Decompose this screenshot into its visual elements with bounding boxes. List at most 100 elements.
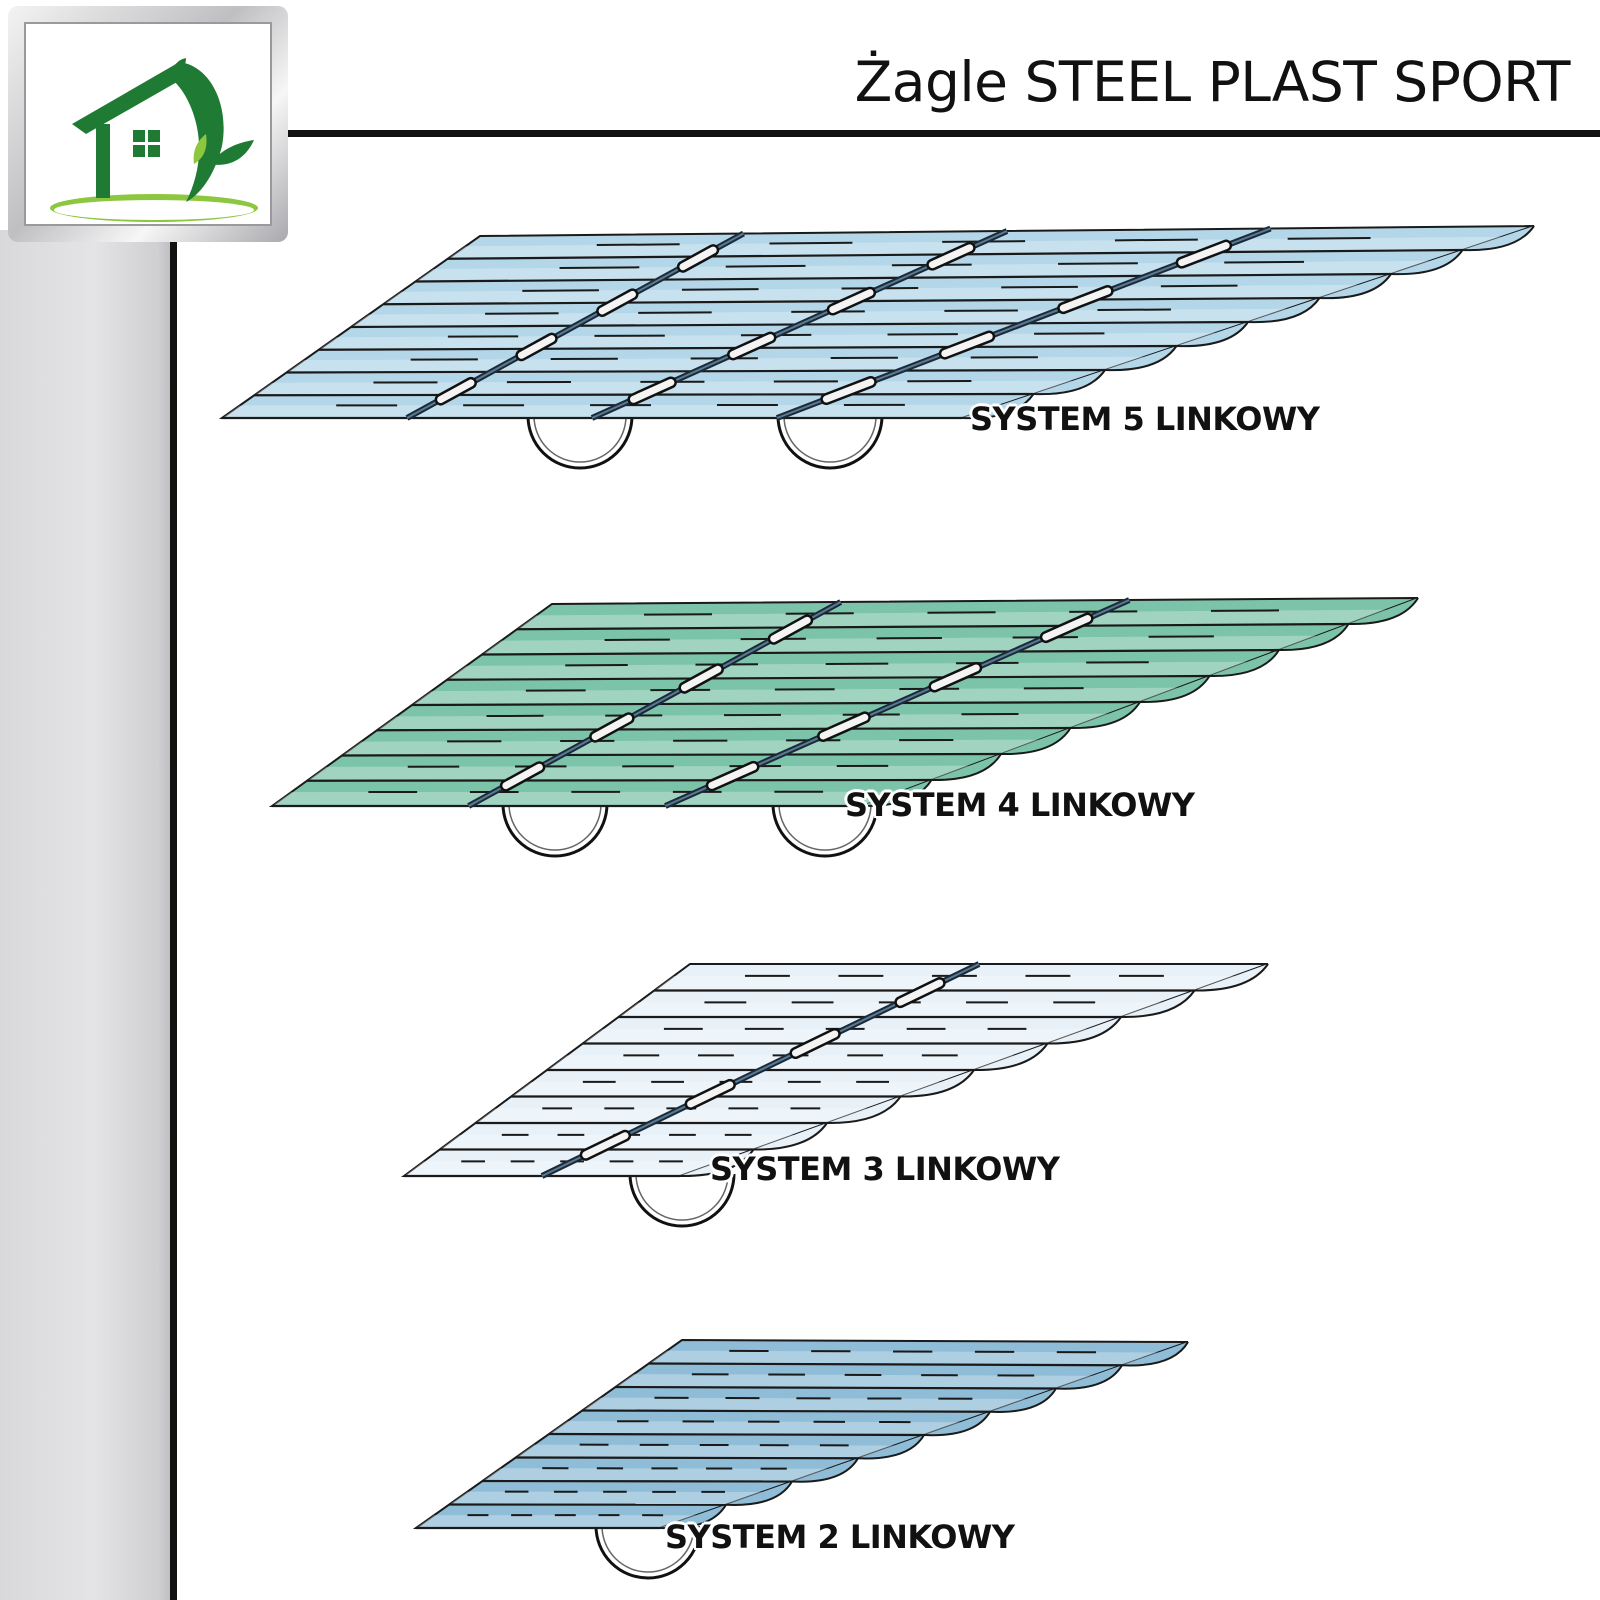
side-panel — [0, 230, 172, 1600]
sail-system-4 — [268, 597, 1419, 858]
sail-edge-scallop — [1462, 225, 1535, 252]
cable-slider-inner — [687, 1081, 734, 1108]
sail-fold-highlight — [648, 1350, 1159, 1366]
sail-edge-scallop — [931, 753, 1002, 782]
ring-hanger — [594, 1525, 702, 1580]
sail-edge-scallop — [1278, 623, 1350, 652]
sail-system-2 — [412, 1338, 1189, 1580]
sail-edge-scallop — [1033, 369, 1106, 396]
ring-hanger-inner — [635, 1173, 729, 1221]
ring-hanger-inner — [508, 803, 602, 851]
cable-slider-inner — [679, 246, 717, 271]
ring-hanger — [526, 415, 634, 470]
cable-slider-inner — [822, 378, 875, 403]
sail-seam-dash — [559, 266, 640, 269]
sail-seam-dash — [769, 241, 853, 245]
sail-fold-line — [482, 1479, 793, 1483]
sail-edge-scallop — [961, 393, 1035, 420]
sail-edge-scallop — [1120, 989, 1196, 1019]
system-4-label: SYSTEM 4 LINKOWY — [845, 786, 1195, 824]
sail-edge-scallop — [923, 1411, 991, 1437]
sail-fold-line — [306, 778, 932, 782]
sail-edge-scallop — [1055, 1364, 1123, 1390]
cable-slider-inner — [729, 334, 774, 358]
cable-slider-inner — [591, 714, 633, 741]
side-divider — [170, 240, 177, 1600]
sail-edge-scallop — [1194, 963, 1269, 992]
sail-fold-line — [615, 1385, 1057, 1390]
cable-slider-inner — [930, 664, 980, 691]
system-5-label: SYSTEM 5 LINKOWY — [970, 400, 1320, 438]
cable-slider-inner — [941, 333, 993, 358]
page-title: Żagle STEEL PLAST SPORT — [854, 50, 1571, 114]
sail-edge-scallop — [973, 1042, 1049, 1072]
sail-seam-dash — [681, 288, 759, 291]
sail-fold-line — [515, 1456, 859, 1460]
system-3-label: SYSTEM 3 LINKOWY — [710, 1150, 1060, 1188]
ring-hanger-inner — [601, 1525, 695, 1573]
house-leaf-logo-icon — [24, 22, 272, 226]
ring-hanger — [771, 803, 879, 858]
sail-edge-scallop — [1348, 597, 1419, 626]
sail-fold-highlight — [447, 661, 1248, 680]
sail-edge-scallop — [679, 1148, 755, 1178]
sail-seam-dash — [1224, 260, 1305, 264]
ring-hanger — [501, 803, 609, 858]
sail-edge-scallop — [659, 1504, 727, 1530]
sail-edge-scallop — [1070, 701, 1141, 730]
sail-seam-dash — [725, 264, 806, 268]
cable-slider-inner — [1042, 615, 1092, 641]
cable-slider-inner — [1059, 287, 1112, 312]
sail-fold-highlight — [377, 713, 1109, 731]
sail-fold-line — [548, 1432, 925, 1437]
cable-slider-inner — [502, 763, 543, 790]
header-divider — [288, 130, 1600, 137]
sail-edge-scallop — [900, 1069, 975, 1098]
cable-slider-inner — [896, 979, 944, 1006]
sail-fold-highlight — [449, 1491, 763, 1505]
sail-fold-line — [376, 726, 1071, 732]
cable-slider-inner — [630, 378, 675, 403]
sail-fold-highlight — [615, 1374, 1093, 1389]
sail-edge-scallop — [1390, 249, 1464, 276]
cable-slider-inner — [582, 1132, 629, 1159]
sail-edge-scallop — [1209, 649, 1280, 678]
ring-hanger — [776, 415, 884, 470]
ring-hanger-inner — [783, 415, 877, 463]
sail-fold-highlight — [549, 1421, 961, 1435]
sail-seam-dash — [522, 289, 599, 292]
sail-fold-line — [341, 752, 1002, 757]
cable-slider-inner — [829, 289, 874, 314]
ring-hanger-inner — [533, 415, 627, 463]
cable-slider-inner — [708, 763, 757, 789]
sail-fold-highlight — [482, 1468, 829, 1482]
cable-slider-inner — [819, 713, 869, 740]
sail-fold-highlight — [482, 635, 1318, 655]
sail-fold-highlight — [342, 739, 1040, 756]
cable-slider-inner — [680, 665, 722, 692]
sail-fold-highlight — [272, 791, 901, 806]
cable-slider-inner — [517, 335, 556, 359]
sail-seam-dash — [1001, 285, 1078, 289]
sail-edge-scallop — [1000, 727, 1072, 756]
sail-edge-scallop — [1319, 273, 1392, 300]
sail-fold-line — [481, 648, 1280, 656]
cable-slider-inner — [437, 379, 475, 404]
sail-seam-dash — [596, 243, 680, 247]
sail-fold-line — [516, 622, 1349, 631]
sail-edge-scallop — [1047, 1016, 1122, 1045]
sail-edge-scallop — [857, 1434, 925, 1460]
cable-slider-inner — [928, 244, 974, 269]
sail-fold-highlight — [416, 1515, 697, 1528]
sail-system-5 — [218, 225, 1535, 470]
sail-seam-dash — [1114, 238, 1198, 242]
sail-fold-highlight — [307, 765, 970, 781]
sail-edge-scallop — [1139, 675, 1211, 704]
sail-system-3 — [400, 961, 1269, 1228]
cable-slider-inner — [791, 1030, 839, 1057]
sail-edge-scallop — [1121, 1341, 1189, 1367]
sail-fold-highlight — [582, 1397, 1027, 1412]
system-2-label: SYSTEM 2 LINKOWY — [665, 1518, 1015, 1556]
sail-edge-scallop — [791, 1457, 859, 1483]
